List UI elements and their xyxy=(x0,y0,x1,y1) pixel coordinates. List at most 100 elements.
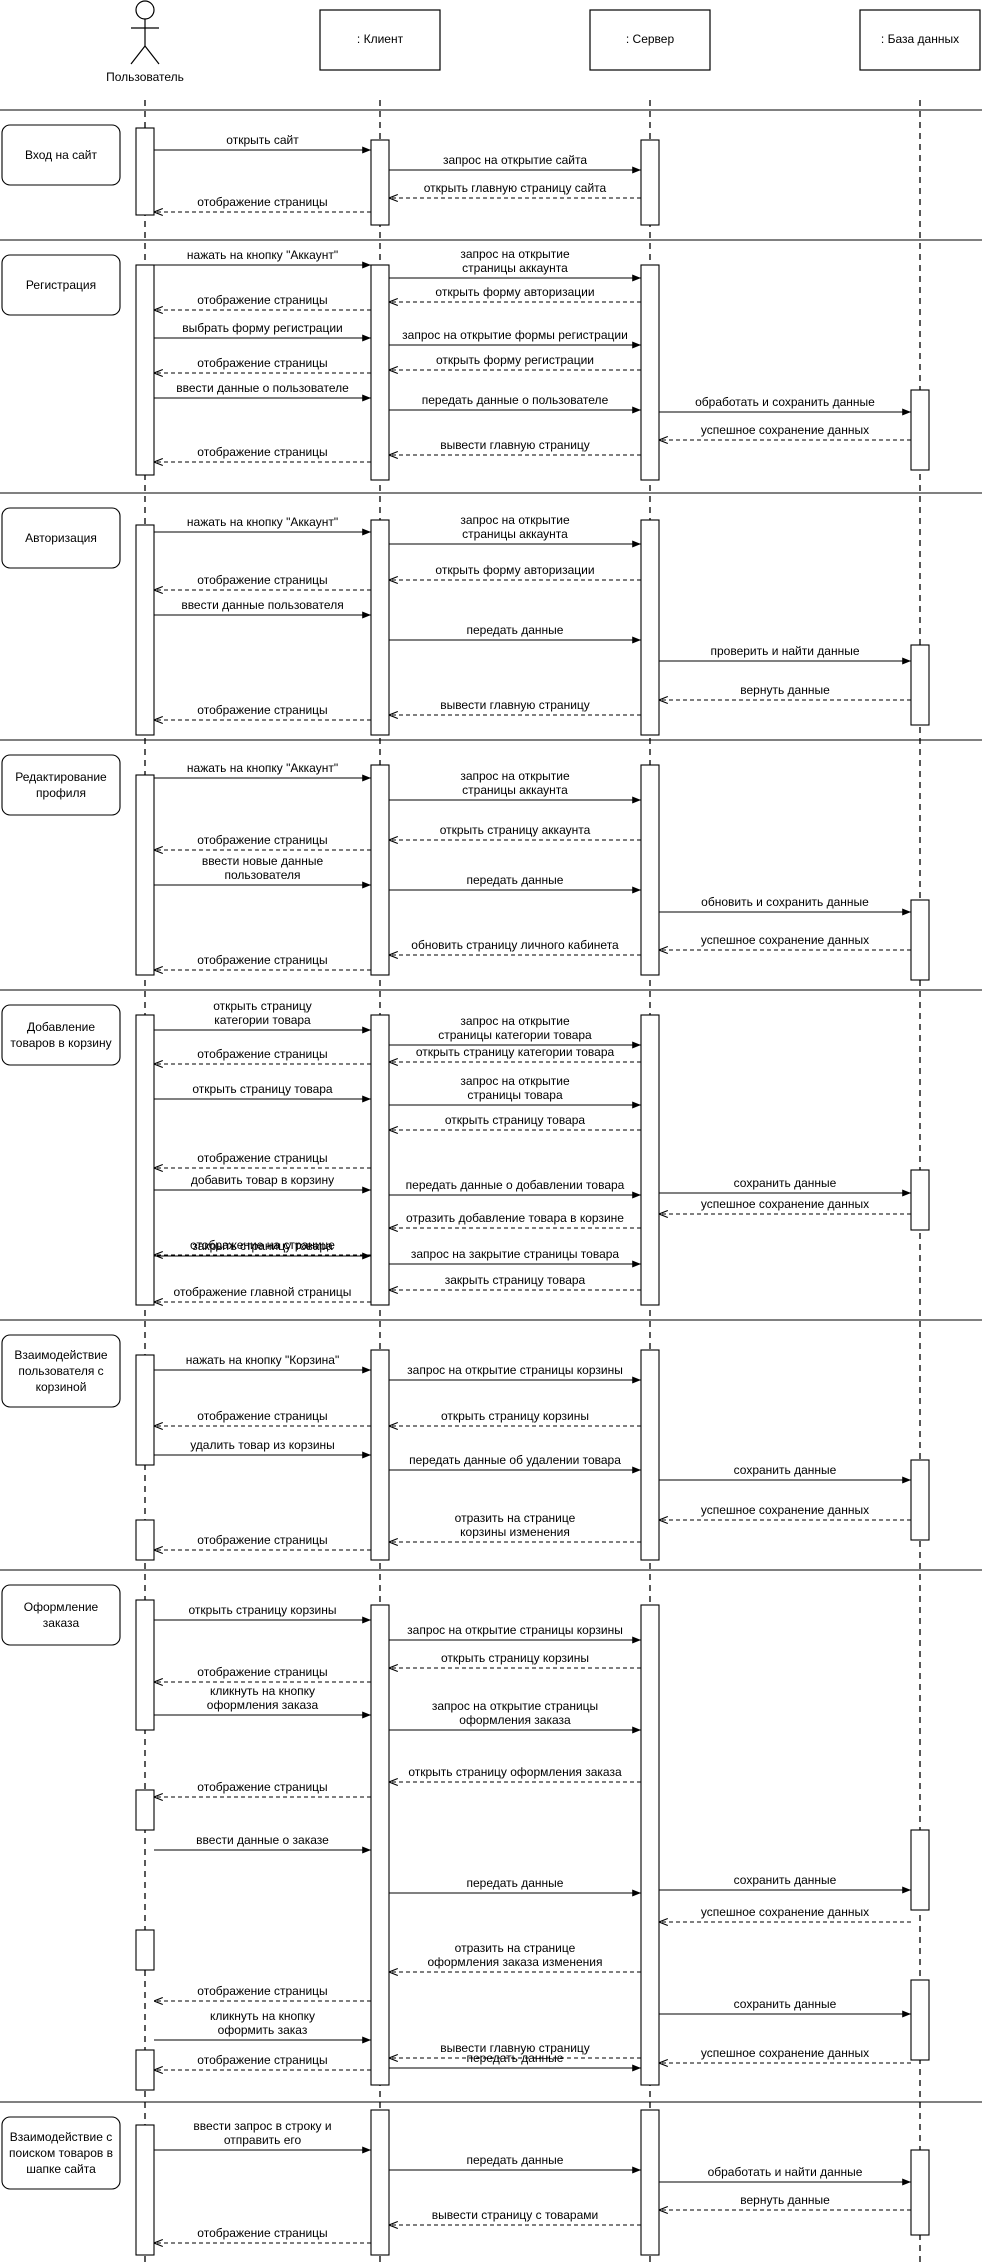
message-label: вывести главную страницу xyxy=(440,2041,590,2055)
actor-user: Пользователь xyxy=(106,0,184,84)
message-label: отображение страницы xyxy=(197,1151,327,1165)
participant-label-client: : Клиент xyxy=(357,32,404,46)
message-reply: отразить добавление товара в корзине xyxy=(389,1211,641,1228)
message-label: передать данные о пользователе xyxy=(422,393,609,407)
activations-layer xyxy=(135,127,930,2256)
message-label: открыть главную страницу сайта xyxy=(424,181,607,195)
message-label: ввести данные о пользователе xyxy=(176,381,349,395)
activation-bar-client xyxy=(370,764,390,976)
message-label: отображение страницы xyxy=(197,2226,327,2240)
message-reply: отображение страницы xyxy=(154,195,371,212)
message-request: нажать на кнопку "Корзина" xyxy=(154,1353,371,1374)
activation-bar-db xyxy=(910,899,930,981)
message-label: нажать на кнопку "Корзина" xyxy=(186,1353,339,1367)
message-request: сохранить данные xyxy=(659,1997,911,2018)
message-request: запрос на открытие страницы корзины xyxy=(389,1363,641,1384)
message-label: отображение страницы xyxy=(197,573,327,587)
message-label: отображение страницы xyxy=(197,445,327,459)
fragment-label: Авторизация xyxy=(1,507,121,569)
message-label: открыть страницу товара xyxy=(445,1113,586,1127)
message-label: передать данные об удалении товара xyxy=(409,1453,621,1467)
message-request: нажать на кнопку "Аккаунт" xyxy=(154,761,371,782)
message-label: выбрать форму регистрации xyxy=(182,321,343,335)
message-reply: открыть форму регистрации xyxy=(389,353,641,370)
message-label: отображение страницы xyxy=(197,1533,327,1547)
message-label: успешное сохранение данных xyxy=(701,423,869,437)
message-label: передать данные xyxy=(467,873,564,887)
message-request: ввести данные пользователя xyxy=(154,598,371,619)
message-request: передать данные о пользователе xyxy=(389,393,641,414)
message-request: выбрать форму регистрации xyxy=(154,321,371,342)
message-request: открыть сайт xyxy=(154,133,371,154)
activation-bar-user xyxy=(135,1014,155,1306)
activation-bar-db xyxy=(910,1829,930,1911)
message-label: открыть страницу аккаунта xyxy=(440,823,591,837)
message-request: обработать и сохранить данные xyxy=(659,395,911,416)
message-label: запрос на открытие страницы корзины xyxy=(407,1363,623,1377)
message-label: отображение страницы xyxy=(197,953,327,967)
message-label: отображение страницы xyxy=(197,833,327,847)
message-label: сохранить данные xyxy=(734,1463,837,1477)
message-label: передать данные xyxy=(467,1876,564,1890)
message-request: обновить и сохранить данные xyxy=(659,895,911,916)
message-reply: отображение страницы xyxy=(154,1533,371,1550)
message-request: запрос на открытие формы регистрации xyxy=(389,328,641,349)
message-reply: успешное сохранение данных xyxy=(659,1905,911,1922)
message-label: запрос на открытие страницы корзины xyxy=(407,1623,623,1637)
message-reply: отображение страницы xyxy=(154,1151,371,1168)
activation-bar-server xyxy=(640,1604,660,2086)
message-label: закрыть страницу товара xyxy=(192,1239,333,1253)
message-reply: открыть форму авторизации xyxy=(389,563,641,580)
message-label: ввести данные о заказе xyxy=(196,1833,329,1847)
activation-bar-user xyxy=(135,1599,155,1731)
participant-label-user: Пользователь xyxy=(106,70,184,84)
participant-box-client: : Клиент xyxy=(319,9,441,71)
activation-bar-user xyxy=(135,1929,155,1971)
activation-bar-server xyxy=(640,764,660,976)
message-label: успешное сохранение данных xyxy=(701,1197,869,1211)
activation-bar-server xyxy=(640,2109,660,2256)
message-request: передать данные xyxy=(389,1876,641,1897)
message-label: отображение страницы xyxy=(197,703,327,717)
message-reply: отображение страницы xyxy=(154,1984,371,2001)
message-request: передать данные xyxy=(389,623,641,644)
message-request: запрос на открытие страницы корзины xyxy=(389,1623,641,1644)
message-label: отображение страницы xyxy=(197,1409,327,1423)
activation-bar-server xyxy=(640,1349,660,1561)
message-request: сохранить данные xyxy=(659,1176,911,1197)
participant-box-server: : Сервер xyxy=(589,9,711,71)
message-reply: вывести главную страницу xyxy=(389,438,641,455)
message-label: успешное сохранение данных xyxy=(701,2046,869,2060)
message-label: проверить и найти данные xyxy=(710,644,859,658)
message-request: добавить товар в корзину xyxy=(154,1173,371,1194)
fragment-labels-layer: Вход на сайтРегистрацияАвторизацияРедакт… xyxy=(1,124,121,2190)
participant-label-db: : База данных xyxy=(881,32,959,46)
activation-bar-client xyxy=(370,139,390,226)
activation-bar-user xyxy=(135,2124,155,2256)
activation-bar-server xyxy=(640,1014,660,1306)
message-label: отображение страницы xyxy=(197,1665,327,1679)
message-label: передать данные xyxy=(467,2153,564,2167)
message-request: ввести данные о пользователе xyxy=(154,381,371,402)
activation-bar-server xyxy=(640,139,660,226)
message-request: передать данные об удалении товара xyxy=(389,1453,641,1474)
activation-bar-user xyxy=(135,127,155,216)
message-reply: успешное сохранение данных xyxy=(659,1197,911,1214)
message-label: ввести данные пользователя xyxy=(181,598,343,612)
activation-bar-client xyxy=(370,264,390,481)
